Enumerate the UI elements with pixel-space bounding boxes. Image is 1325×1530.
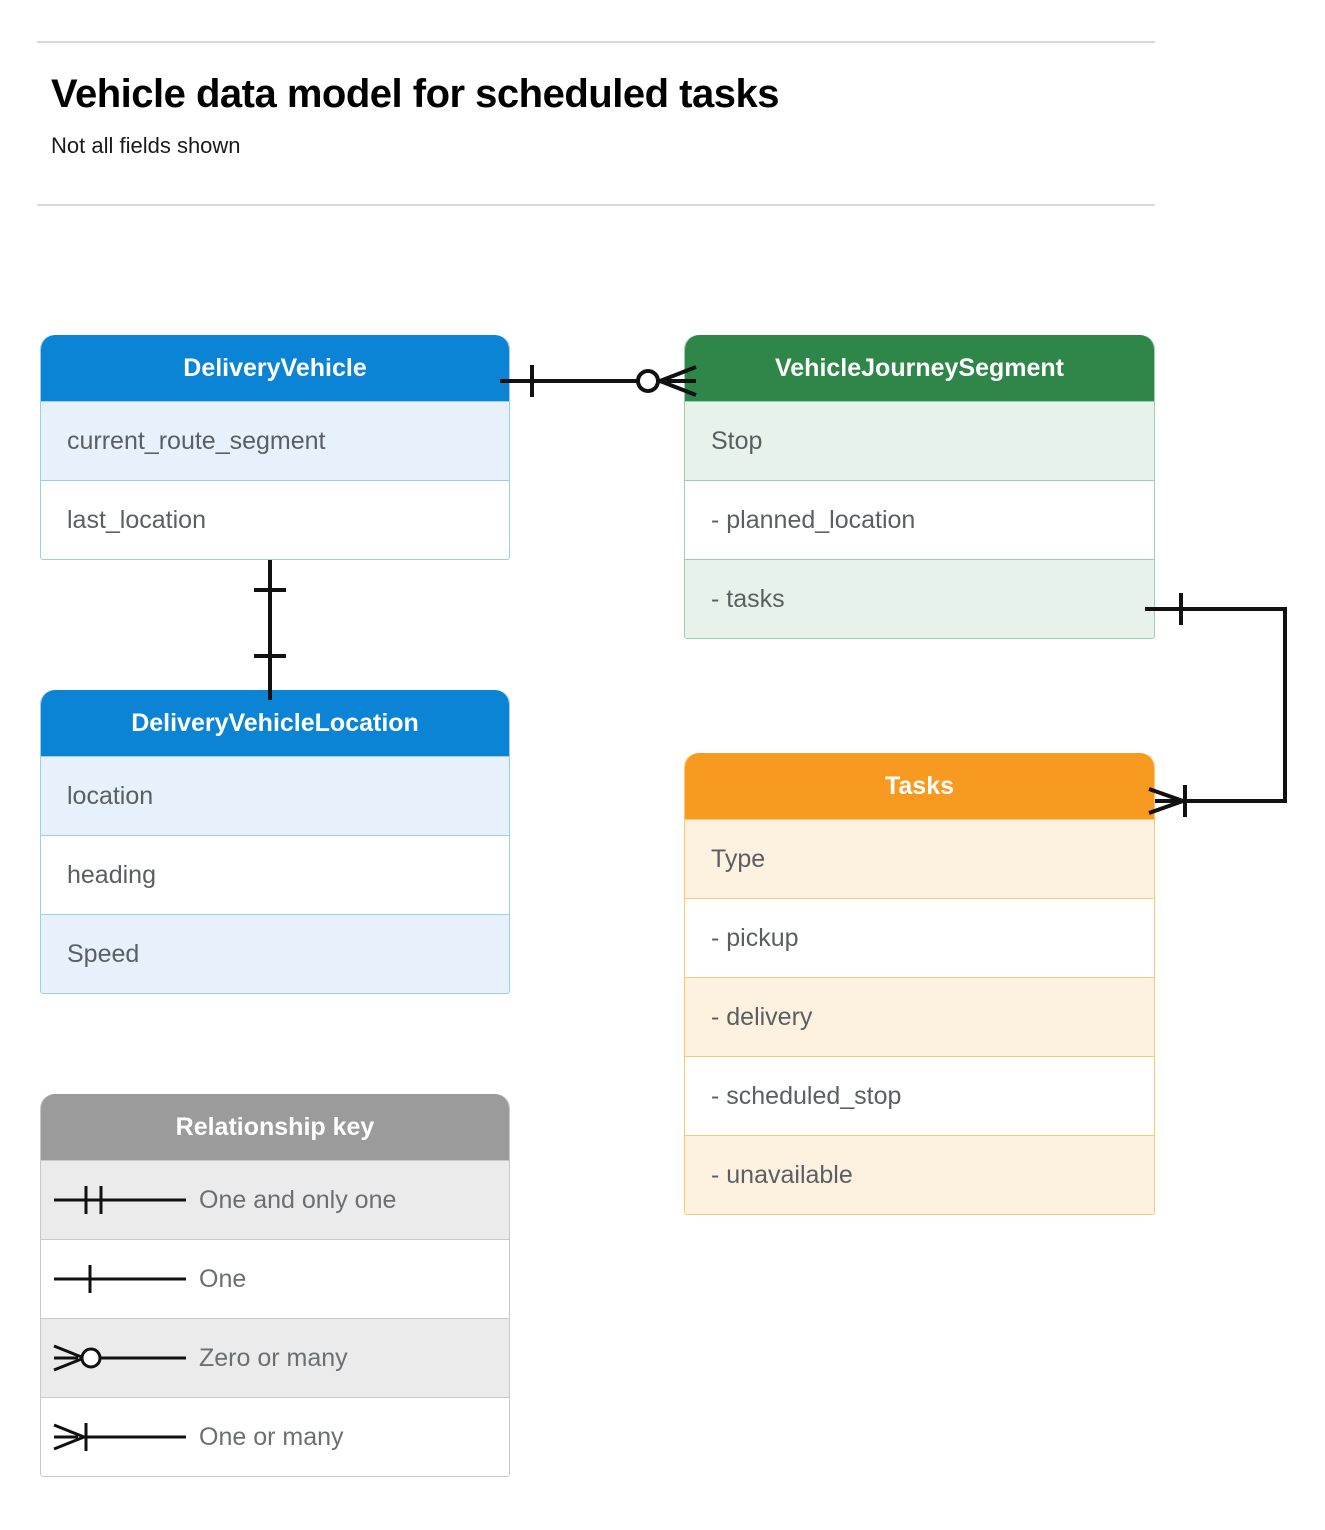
entity-header-delivery-vehicle: DeliveryVehicle xyxy=(41,335,509,401)
entity-header-delivery-vehicle-location: DeliveryVehicleLocation xyxy=(41,690,509,756)
entity-field-scheduled-stop: - scheduled_stop xyxy=(685,1056,1154,1135)
legend-relationship-key: Relationship key One and only one One xyxy=(40,1094,510,1477)
legend-item-one-or-many: One or many xyxy=(41,1397,509,1476)
entity-header-tasks: Tasks xyxy=(685,753,1154,819)
legend-label: One xyxy=(199,1264,247,1293)
entity-tasks: Tasks Type - pickup - delivery - schedul… xyxy=(684,753,1155,1215)
page-title: Vehicle data model for scheduled tasks xyxy=(51,72,779,116)
page-subtitle: Not all fields shown xyxy=(51,133,241,158)
entity-field-planned-location: - planned_location xyxy=(685,480,1154,559)
connector-delivery-vehicle-to-vehicle-journey-segment xyxy=(500,365,697,397)
one-icon xyxy=(41,1259,199,1299)
entity-field-current-route-segment: current_route_segment xyxy=(41,401,509,480)
entity-field-heading: heading xyxy=(41,835,509,914)
entity-field-delivery: - delivery xyxy=(685,977,1154,1056)
entity-field-pickup: - pickup xyxy=(685,898,1154,977)
entity-field-speed: Speed xyxy=(41,914,509,993)
entity-field-stop: Stop xyxy=(685,401,1154,480)
legend-label: One and only one xyxy=(199,1185,397,1214)
legend-item-one: One xyxy=(41,1239,509,1318)
entity-field-location: location xyxy=(41,756,509,835)
one-and-only-one-icon xyxy=(41,1180,199,1220)
legend-label: Zero or many xyxy=(199,1343,348,1372)
entity-header-vehicle-journey-segment: VehicleJourneySegment xyxy=(685,335,1154,401)
header-divider-top xyxy=(37,41,1155,43)
zero-or-many-icon xyxy=(41,1338,199,1378)
connector-vehicle-journey-segment-to-tasks xyxy=(1145,593,1287,817)
entity-delivery-vehicle: DeliveryVehicle current_route_segment la… xyxy=(40,335,510,560)
connector-delivery-vehicle-to-delivery-vehicle-location xyxy=(254,560,286,700)
entity-field-tasks: - tasks xyxy=(685,559,1154,638)
legend-item-zero-or-many: Zero or many xyxy=(41,1318,509,1397)
legend-label: One or many xyxy=(199,1422,344,1451)
entity-field-type: Type xyxy=(685,819,1154,898)
header-divider-bottom xyxy=(37,204,1155,206)
entity-field-unavailable: - unavailable xyxy=(685,1135,1154,1214)
legend-item-one-and-only-one: One and only one xyxy=(41,1160,509,1239)
entity-field-last-location: last_location xyxy=(41,480,509,559)
legend-header: Relationship key xyxy=(41,1094,509,1160)
one-or-many-icon xyxy=(41,1417,199,1457)
entity-vehicle-journey-segment: VehicleJourneySegment Stop - planned_loc… xyxy=(684,335,1155,639)
entity-delivery-vehicle-location: DeliveryVehicleLocation location heading… xyxy=(40,690,510,994)
